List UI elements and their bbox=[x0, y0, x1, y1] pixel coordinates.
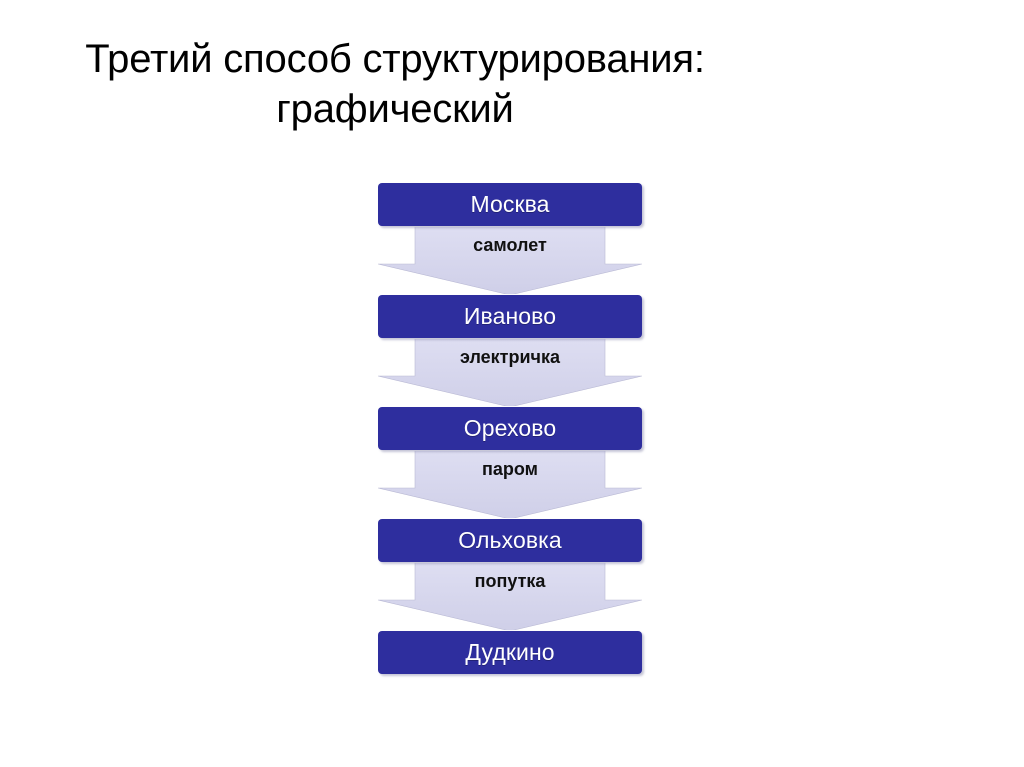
flow-item: Дудкино bbox=[378, 631, 644, 674]
down-arrow-icon bbox=[378, 450, 642, 519]
flow-node-olhovka[interactable]: Ольховка bbox=[378, 519, 642, 562]
flow-node-label: Орехово bbox=[463, 415, 557, 441]
flow-item: Иваново bbox=[378, 295, 644, 338]
down-arrow-icon bbox=[378, 226, 642, 295]
flow-item: Ольховка bbox=[378, 519, 644, 562]
flow-item: попутка bbox=[378, 562, 644, 631]
flow-node-label: Дудкино bbox=[465, 639, 555, 665]
flow-node-ivanovo[interactable]: Иваново bbox=[378, 295, 642, 338]
flow-item: самолет bbox=[378, 226, 644, 295]
flow-item: Орехово bbox=[378, 407, 644, 450]
page-title: Третий способ структурирования: графичес… bbox=[0, 34, 790, 134]
flow-node-orehovo[interactable]: Орехово bbox=[378, 407, 642, 450]
flow-diagram: Москва самолет Иваново bbox=[378, 183, 644, 674]
flow-node-dudkino[interactable]: Дудкино bbox=[378, 631, 642, 674]
flow-item: паром bbox=[378, 450, 644, 519]
flow-connector-parom[interactable]: паром bbox=[378, 450, 642, 519]
flow-node-label: Иваново bbox=[463, 303, 557, 329]
flow-node-label: Ольховка bbox=[458, 527, 562, 553]
flow-item: Москва bbox=[378, 183, 644, 226]
down-arrow-icon bbox=[378, 338, 642, 407]
page-title-line-1: Третий способ структурирования: bbox=[85, 37, 705, 81]
page-title-line-2: графический bbox=[276, 87, 514, 131]
down-arrow-icon bbox=[378, 562, 642, 631]
flow-connector-samolet[interactable]: самолет bbox=[378, 226, 642, 295]
flow-connector-poputka[interactable]: попутка bbox=[378, 562, 642, 631]
flow-node-moskva[interactable]: Москва bbox=[378, 183, 642, 226]
flow-connector-elektrichka[interactable]: электричка bbox=[378, 338, 642, 407]
flow-item: электричка bbox=[378, 338, 644, 407]
flow-node-label: Москва bbox=[470, 191, 550, 217]
